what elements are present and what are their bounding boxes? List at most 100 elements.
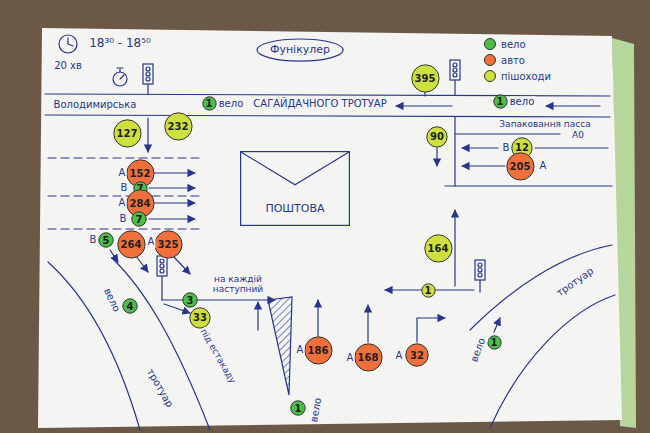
traffic-lamp — [160, 264, 164, 268]
count-circle: 186 — [304, 336, 333, 365]
count-dot — [493, 94, 506, 107]
count-dot — [117, 230, 144, 257]
flow-arrow — [154, 202, 195, 203]
legend-swatch — [484, 54, 496, 66]
flow-arrow — [546, 105, 600, 106]
mode-note: вело — [101, 286, 123, 315]
street-name: САГАЙДАЧНОГО ТРОТУАР — [252, 98, 387, 110]
traffic-pole — [479, 280, 480, 292]
lane-letter: A — [118, 197, 127, 209]
legend-text: пішоходи — [501, 71, 551, 82]
count-circle: 164 — [424, 234, 453, 263]
count-dot — [190, 308, 210, 328]
count-circle: 168 — [354, 343, 383, 372]
count-circle: 127 — [113, 119, 142, 148]
lane-letter: A — [346, 352, 355, 364]
count-circle: 33 — [189, 307, 211, 329]
count-circle: 325 — [154, 230, 183, 259]
count-circle: 1 — [487, 335, 502, 350]
lane-line — [454, 117, 455, 186]
flow-arrow — [257, 302, 258, 330]
lane-letter: A — [395, 350, 404, 362]
lane-letter: A — [539, 160, 548, 172]
direction-note: під естакаду — [198, 326, 239, 386]
envelope-body — [241, 151, 350, 225]
lane-line — [455, 133, 560, 134]
lane-note: Запаковання пасса — [498, 119, 591, 129]
count-circle: 232 — [164, 112, 193, 141]
count-dot — [424, 234, 451, 261]
lane-letter: B — [502, 142, 511, 154]
mode-note: вело — [308, 396, 324, 424]
flow-arrow — [462, 147, 498, 148]
stopwatch-hands — [117, 68, 124, 79]
street-name: Володимирська — [53, 99, 138, 111]
oval-outline — [257, 39, 343, 61]
count-dot — [406, 344, 428, 366]
traffic-lamp — [478, 268, 482, 272]
lane-divider — [48, 228, 200, 229]
traffic-lamp — [478, 273, 482, 277]
legend-text: авто — [501, 55, 525, 66]
flow-arrow — [149, 218, 195, 219]
node-text: 1 — [497, 96, 504, 107]
street-edge — [45, 115, 610, 117]
flow-arrow — [317, 300, 318, 336]
node-text: 1 — [206, 98, 213, 109]
duration: 20 хв — [53, 60, 83, 72]
flow-arrow — [454, 210, 455, 286]
road-edge — [112, 258, 210, 430]
flow-arrow — [136, 256, 148, 272]
flow-arrow — [162, 299, 275, 300]
count-dot — [123, 299, 137, 313]
count-circle: 264 — [117, 230, 146, 259]
count-dot — [304, 336, 331, 363]
node-text: 186 — [308, 345, 329, 356]
traffic-light — [143, 64, 153, 84]
node-text: 168 — [358, 352, 379, 363]
legend-text: вело — [501, 39, 526, 50]
traffic-lamp — [453, 73, 457, 77]
count-dot — [411, 64, 438, 91]
road-edge — [470, 245, 612, 330]
count-circle: 395 — [411, 64, 440, 93]
node-text: 264 — [121, 239, 142, 250]
legend-entry: вело — [484, 38, 526, 50]
node-text: 32 — [410, 350, 424, 361]
node-text: 1 — [425, 285, 432, 296]
node-text: 7 — [136, 214, 143, 225]
node-text: 12 — [515, 142, 529, 153]
count-dot — [132, 212, 146, 226]
count-circle: 1 — [202, 96, 217, 111]
node-text: 1 — [491, 337, 498, 348]
node-text: 5 — [103, 235, 110, 246]
node-text: 33 — [193, 312, 207, 323]
traffic-light — [475, 260, 485, 280]
direction-note: на каждій наступний — [201, 274, 275, 295]
node-text: 232 — [168, 121, 189, 132]
time-range: 18³⁰ - 18⁵⁰ — [88, 37, 152, 51]
flow-arrow — [367, 305, 368, 342]
count-circle: 1 — [290, 400, 306, 416]
road-name: тротуар — [553, 265, 596, 300]
count-dot — [487, 335, 500, 348]
traffic-lamp — [160, 259, 164, 263]
node-text: 395 — [415, 73, 436, 84]
traffic-pole — [454, 80, 455, 95]
flow-arrow — [174, 257, 190, 274]
node-text: 325 — [158, 239, 179, 250]
flow-arrow — [154, 172, 195, 173]
node-text: Фунікулер — [270, 44, 330, 56]
count-circle: 3 — [182, 292, 198, 308]
count-circle: 5 — [98, 232, 114, 248]
paper-sheet — [38, 28, 622, 428]
lane-line — [535, 147, 608, 148]
envelope-flap — [241, 152, 349, 185]
count-circle: 7 — [131, 211, 147, 227]
traffic-island — [268, 297, 292, 395]
flow-arrow — [462, 165, 505, 166]
lane-letter: A — [118, 167, 127, 179]
traffic-pole — [161, 276, 162, 300]
